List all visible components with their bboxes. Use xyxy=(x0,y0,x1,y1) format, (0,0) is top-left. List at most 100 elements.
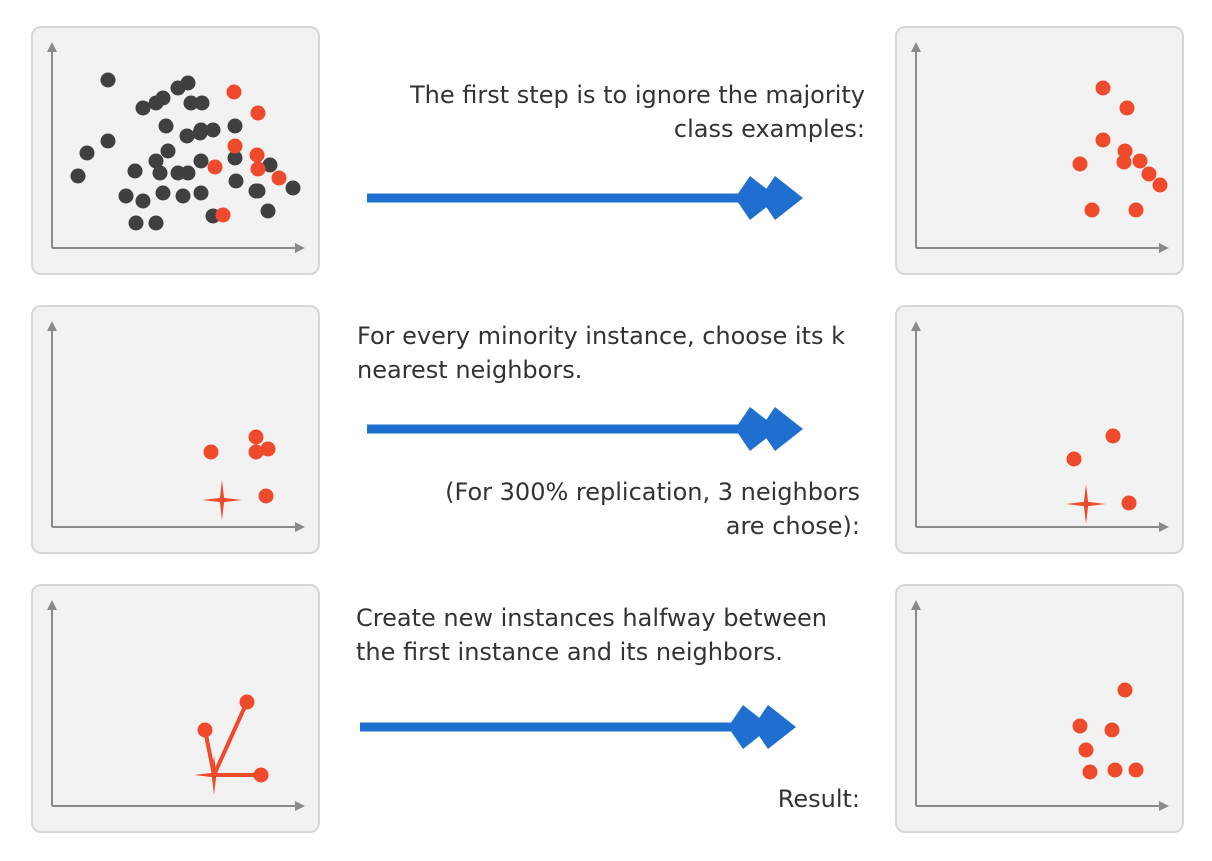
arrow-head-back xyxy=(728,705,771,749)
minority-point xyxy=(250,105,266,121)
step2-text: For every minority instance, choose its … xyxy=(357,319,877,387)
majority-point xyxy=(175,188,191,204)
step2-note-line2: are chose): xyxy=(725,512,860,540)
selected-instance-star xyxy=(1066,484,1106,524)
minority-point xyxy=(1117,143,1133,159)
arrow-head-front xyxy=(753,705,796,749)
x-axis-arrowhead xyxy=(295,522,305,532)
neighbor-point xyxy=(1105,428,1121,444)
majority-point xyxy=(194,95,210,111)
majority-point xyxy=(160,143,176,159)
panel-neighbors xyxy=(31,305,320,554)
interpolation-line xyxy=(203,729,216,776)
minority-point xyxy=(248,444,264,460)
step1-text: The first step is to ignore the majority… xyxy=(330,78,865,146)
panel-interpolation xyxy=(31,584,320,833)
arrow-step2 xyxy=(367,407,803,451)
minority-point xyxy=(271,170,287,186)
scatter-minority-only xyxy=(911,42,1169,253)
minority-point xyxy=(1107,762,1123,778)
minority-point xyxy=(1152,177,1168,193)
majority-point xyxy=(183,95,199,111)
majority-point xyxy=(285,180,301,196)
majority-point xyxy=(127,163,143,179)
panel-all-data xyxy=(31,26,320,275)
minority-point xyxy=(1104,722,1120,738)
arrow-head-back xyxy=(735,176,778,220)
majority-point xyxy=(135,100,151,116)
x-axis-arrowhead xyxy=(295,243,305,253)
minority-point xyxy=(207,159,223,175)
step3-text-line1: Create new instances halfway between xyxy=(356,604,827,632)
majority-point xyxy=(179,128,195,144)
y-axis-arrowhead xyxy=(47,321,57,331)
majority-point xyxy=(148,95,164,111)
y-axis-arrowhead xyxy=(47,42,57,52)
neighbor-point xyxy=(253,767,269,783)
minority-point xyxy=(1119,100,1135,116)
majority-point xyxy=(227,150,243,166)
minority-point xyxy=(248,429,264,445)
arrow-step3 xyxy=(360,705,796,749)
minority-point xyxy=(1128,762,1144,778)
majority-point xyxy=(205,122,221,138)
x-axis-arrowhead xyxy=(1159,243,1169,253)
minority-point xyxy=(260,441,276,457)
majority-point xyxy=(227,118,243,134)
neighbor-point xyxy=(1066,451,1082,467)
y-axis-arrowhead xyxy=(911,321,921,331)
step2-text-line2: nearest neighbors. xyxy=(357,356,583,384)
neighbor-point xyxy=(1121,495,1137,511)
majority-point xyxy=(118,188,134,204)
step2-note: (For 300% replication, 3 neighbors are c… xyxy=(330,475,860,543)
neighbor-point xyxy=(197,722,213,738)
minority-point xyxy=(203,444,219,460)
y-axis-arrowhead xyxy=(47,600,57,610)
x-axis-arrowhead xyxy=(1159,522,1169,532)
majority-point xyxy=(128,215,144,231)
minority-point xyxy=(215,207,231,223)
minority-point xyxy=(1072,156,1088,172)
panel-three-neighbors xyxy=(895,305,1184,554)
minority-point xyxy=(1095,132,1111,148)
majority-point xyxy=(180,165,196,181)
scatter-three-neighbors xyxy=(911,321,1169,532)
selected-instance-star xyxy=(202,480,242,520)
majority-point xyxy=(152,165,168,181)
majority-point xyxy=(148,153,164,169)
majority-point xyxy=(70,168,86,184)
step3-text: Create new instances halfway between the… xyxy=(356,601,876,669)
neighbor-point xyxy=(239,694,255,710)
panel-result xyxy=(895,584,1184,833)
majority-point xyxy=(192,125,208,141)
majority-point xyxy=(262,157,278,173)
scatter-all-data xyxy=(47,42,305,253)
majority-point xyxy=(260,203,276,219)
step2-note-line1: (For 300% replication, 3 neighbors xyxy=(445,478,860,506)
minority-point xyxy=(1095,80,1111,96)
step3-text-line2: the first instance and its neighbors. xyxy=(356,638,783,666)
minority-point xyxy=(1128,202,1144,218)
minority-point xyxy=(249,147,265,163)
minority-point xyxy=(258,488,274,504)
arrow-head-front xyxy=(760,407,803,451)
y-axis-arrowhead xyxy=(911,42,921,52)
x-axis-arrowhead xyxy=(295,801,305,811)
arrow-head-front xyxy=(760,176,803,220)
minority-point xyxy=(1084,202,1100,218)
scatter-result xyxy=(911,600,1169,811)
majority-point xyxy=(100,133,116,149)
majority-point xyxy=(79,145,95,161)
result-label: Result: xyxy=(777,785,860,813)
minority-point xyxy=(250,161,266,177)
majority-point xyxy=(250,183,266,199)
step2-text-line1: For every minority instance, choose its … xyxy=(357,322,845,350)
majority-point xyxy=(193,153,209,169)
minority-point xyxy=(1141,166,1157,182)
scatter-interpolation xyxy=(47,600,305,811)
minority-point xyxy=(1116,154,1132,170)
majority-point xyxy=(100,72,116,88)
step1-text-line1: The first step is to ignore the majority xyxy=(410,81,865,109)
arrow-head-back xyxy=(735,407,778,451)
majority-point xyxy=(135,193,151,209)
